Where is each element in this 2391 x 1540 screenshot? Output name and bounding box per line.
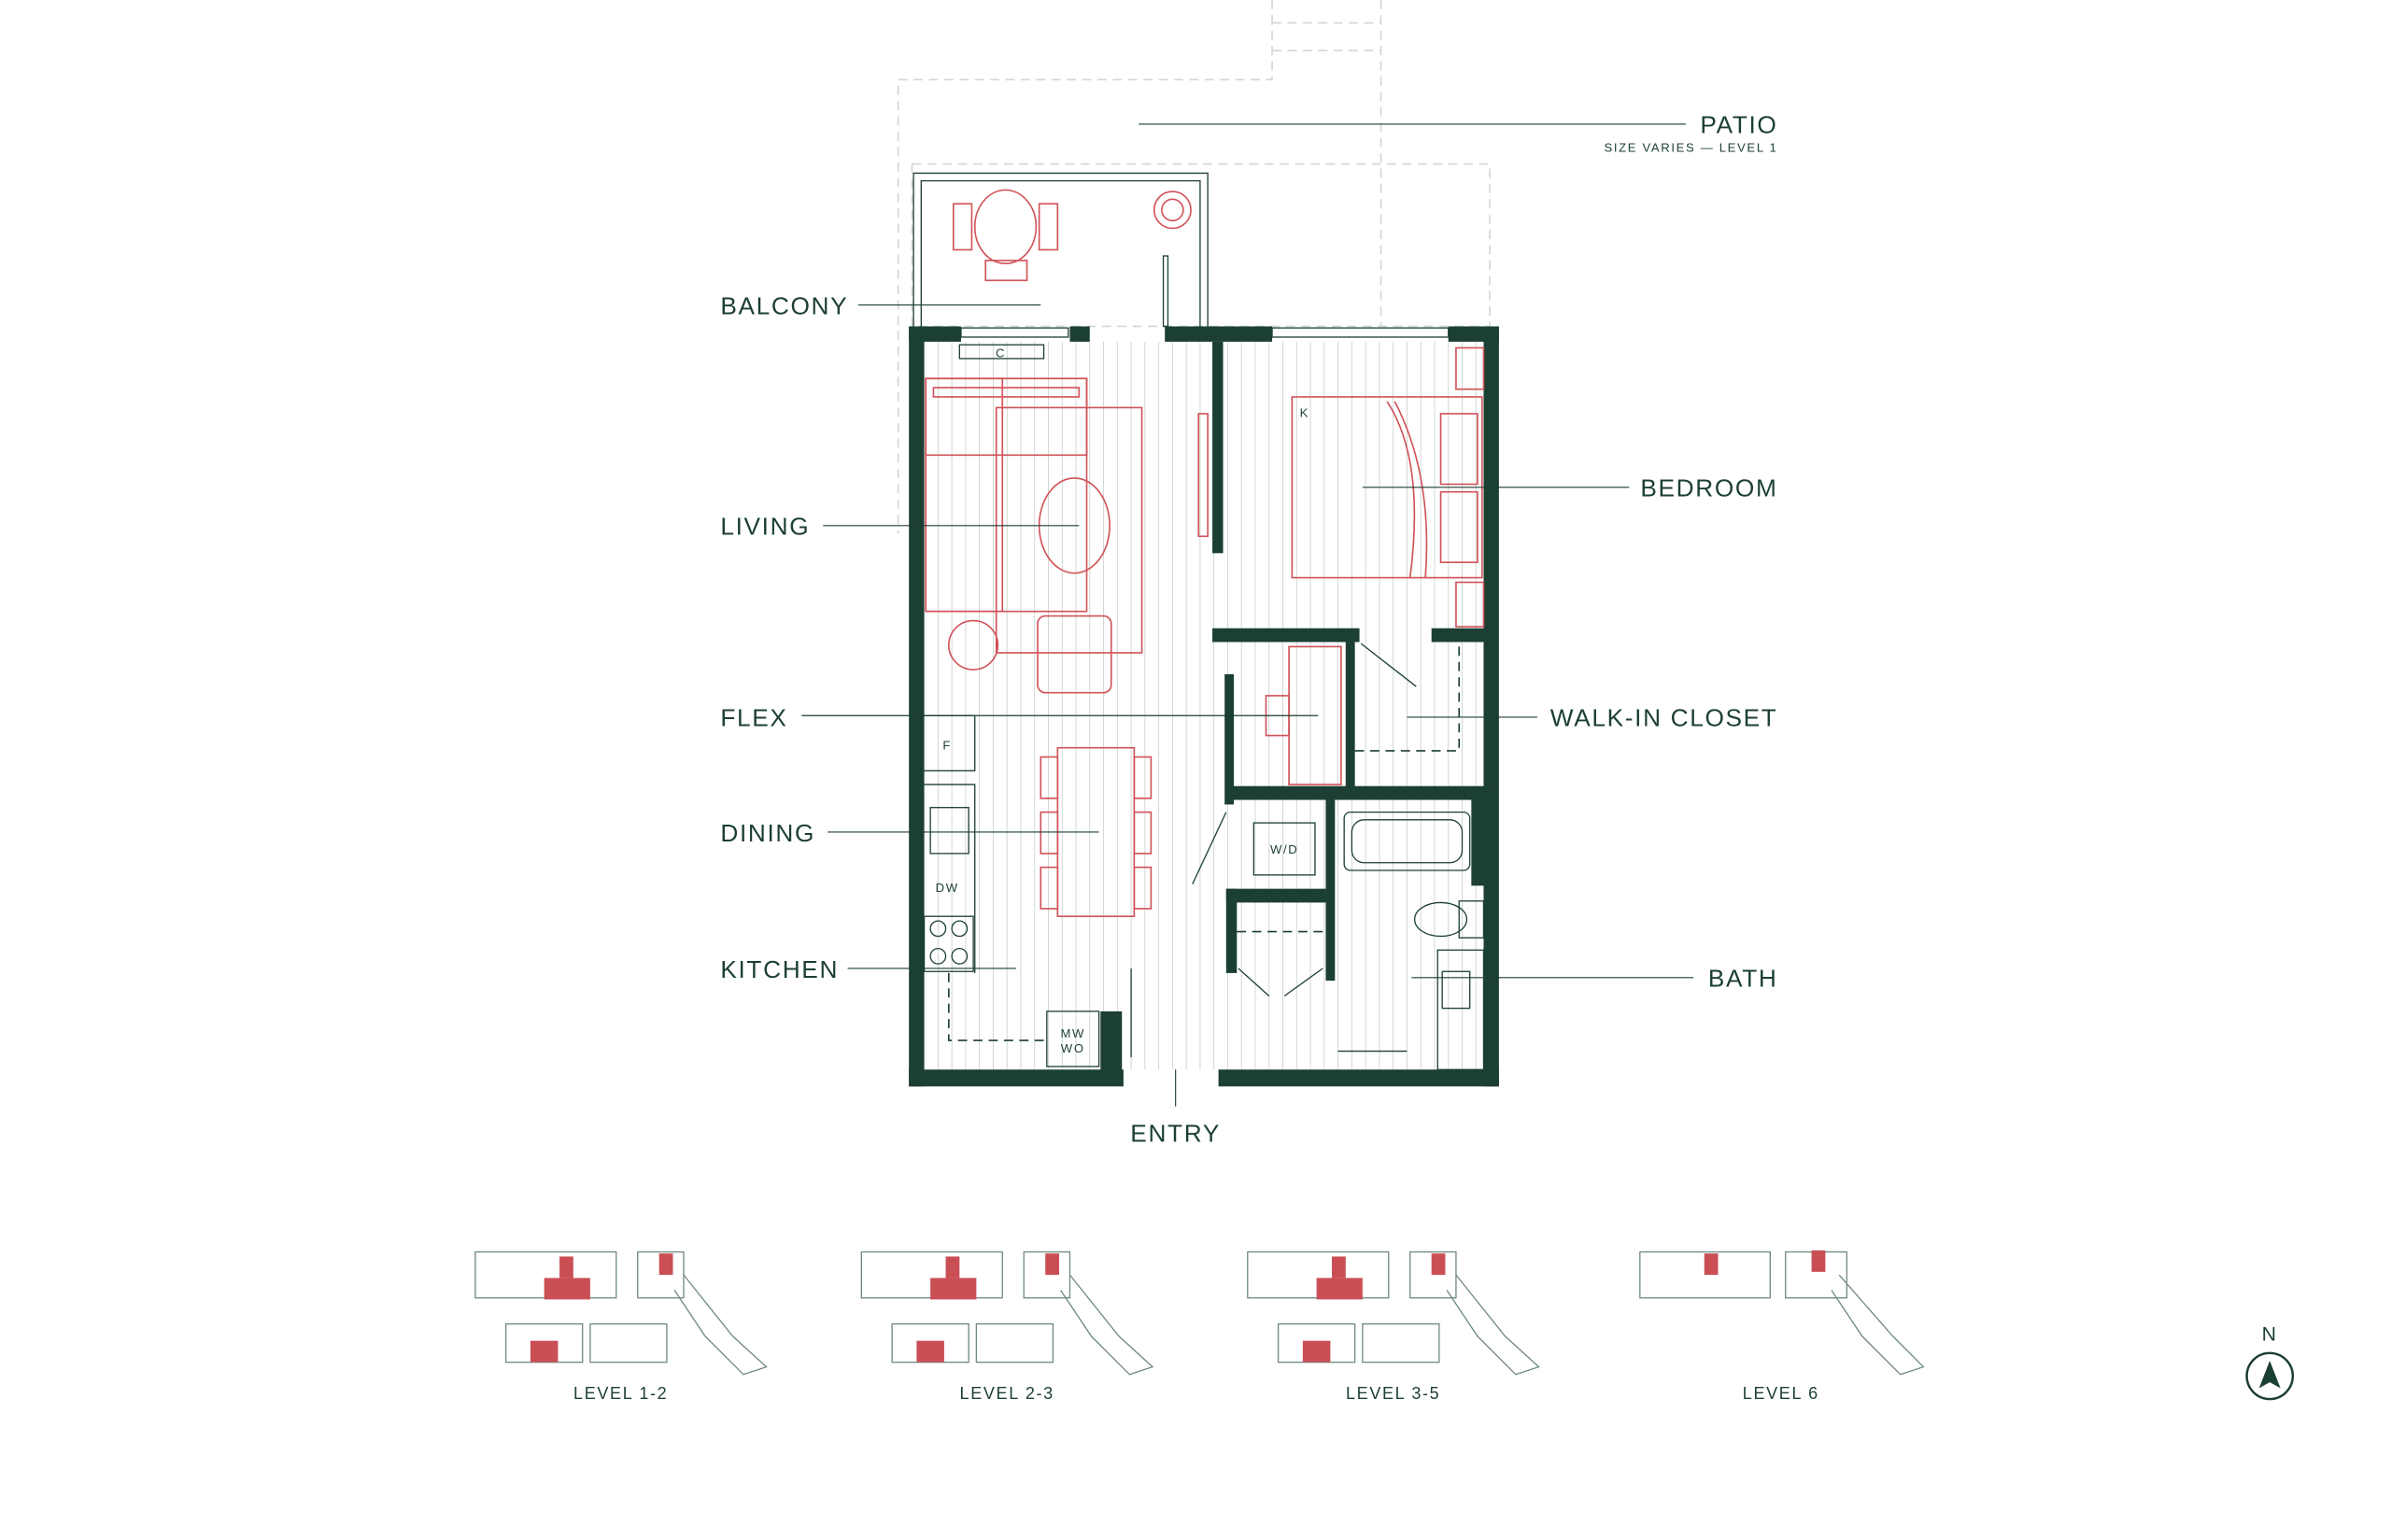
highlight-unit xyxy=(1431,1253,1446,1276)
label-entry: ENTRY xyxy=(1130,1119,1221,1147)
highlight-unit xyxy=(930,1278,977,1300)
key-plan-level-6[interactable]: LEVEL 6 xyxy=(1639,1250,1925,1403)
highlight-unit xyxy=(559,1256,573,1279)
label-bath: BATH xyxy=(1708,965,1778,993)
label-balcony: BALCONY xyxy=(720,291,848,319)
highlight-unit xyxy=(916,1340,944,1363)
key-plan-label: LEVEL 3-5 xyxy=(1346,1384,1440,1403)
compass-label: N xyxy=(2262,1323,2278,1346)
fridge-label: F xyxy=(942,738,952,752)
key-plan-label: LEVEL 1-2 xyxy=(573,1384,668,1403)
label-kitchen: KITCHEN xyxy=(720,955,839,983)
king-bed-label: K xyxy=(1300,405,1309,419)
closet-label: C xyxy=(996,346,1006,360)
walls xyxy=(909,326,1499,1087)
highlight-unit xyxy=(1302,1340,1331,1363)
key-plan-level-1-2[interactable]: LEVEL 1-2 xyxy=(474,1250,768,1404)
label-patio: PATIO xyxy=(1700,111,1777,139)
microwave-label: MW xyxy=(1060,1026,1085,1040)
furniture: K xyxy=(925,346,1485,918)
highlight-unit xyxy=(544,1278,590,1300)
wall-oven-label: WO xyxy=(1061,1041,1085,1055)
highlight-unit xyxy=(1811,1250,1826,1272)
highlight-unit xyxy=(1332,1256,1346,1279)
label-living: LIVING xyxy=(720,513,810,541)
key-plan-label: LEVEL 6 xyxy=(1743,1384,1819,1403)
key-plan-level-2-3[interactable]: LEVEL 2-3 xyxy=(860,1250,1154,1404)
patio-outline xyxy=(897,0,1491,533)
label-patio-note: SIZE VARIES — LEVEL 1 xyxy=(1604,140,1777,154)
kitchen-fixtures: C F DW MW WO W/D xyxy=(920,344,1485,1070)
north-compass: N xyxy=(2245,1323,2295,1401)
label-bedroom: BEDROOM xyxy=(1640,474,1777,502)
highlight-unit xyxy=(1316,1278,1363,1300)
north-arrow-icon xyxy=(2258,1361,2281,1389)
key-plans: LEVEL 1-2 LEVEL 2-3 LEVEL 3-5 LEVEL 6 xyxy=(474,1250,1925,1404)
highlight-unit xyxy=(658,1253,673,1276)
room-labels: PATIO SIZE VARIES — LEVEL 1 BALCONY LIVI… xyxy=(720,111,1778,1148)
highlight-unit xyxy=(1045,1253,1059,1276)
label-flex: FLEX xyxy=(720,704,787,732)
washer-dryer-label: W/D xyxy=(1270,842,1298,856)
flooring xyxy=(937,341,1477,1070)
balcony-area xyxy=(913,172,1209,328)
dishwasher-label: DW xyxy=(936,881,959,895)
leader-lines xyxy=(801,123,1694,1107)
highlight-unit xyxy=(530,1340,559,1363)
key-plan-label: LEVEL 2-3 xyxy=(960,1384,1054,1403)
label-dining: DINING xyxy=(720,819,815,847)
plant-icon xyxy=(1153,191,1192,230)
highlight-unit xyxy=(945,1256,960,1279)
label-walk-in-closet: WALK-IN CLOSET xyxy=(1550,704,1778,732)
key-plan-level-3-5[interactable]: LEVEL 3-5 xyxy=(1247,1250,1540,1404)
highlight-unit xyxy=(1704,1253,1719,1276)
